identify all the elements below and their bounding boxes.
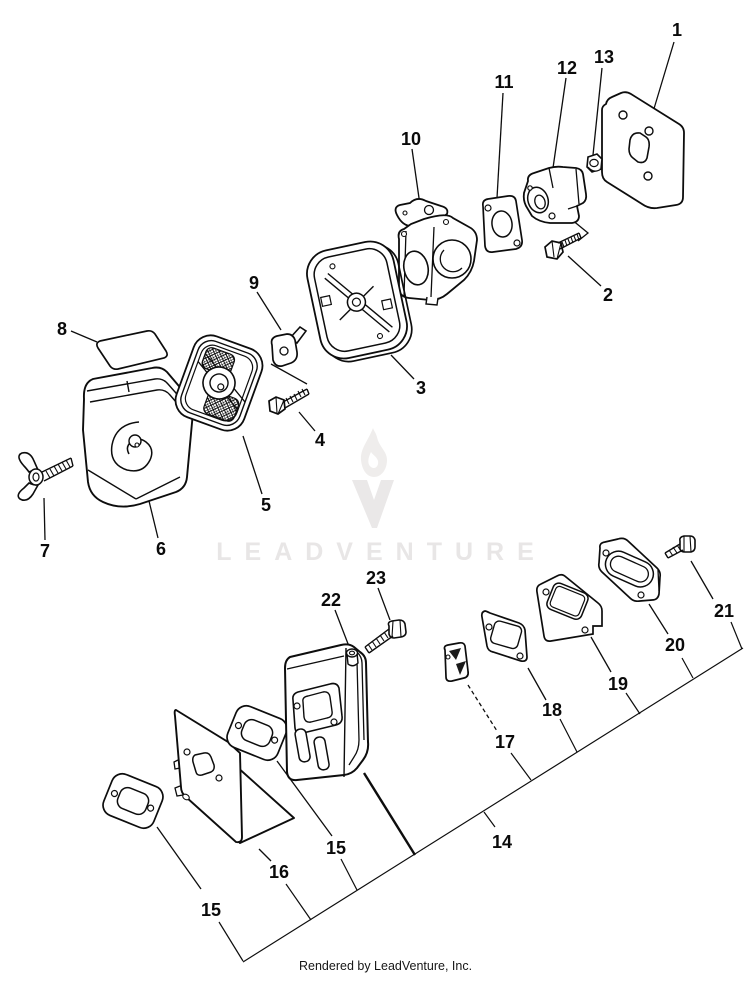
part-muffler-body	[283, 643, 370, 782]
callout-21[interactable]: 21	[713, 601, 735, 621]
callout-10[interactable]: 10	[400, 129, 422, 149]
callout-12[interactable]: 12	[556, 58, 578, 78]
callout-11[interactable]: 11	[494, 72, 514, 92]
callout-15-mid[interactable]: 15	[325, 838, 347, 858]
callout-2[interactable]: 2	[602, 285, 614, 305]
part-screw-4	[268, 388, 310, 415]
callout-19[interactable]: 19	[607, 674, 629, 694]
part-bolt-23	[364, 619, 407, 654]
callout-5[interactable]: 5	[260, 495, 272, 515]
part-filter-element-5	[174, 334, 264, 432]
callout-20[interactable]: 20	[664, 635, 686, 655]
part-insulator-12	[522, 165, 588, 224]
part-exhaust-gasket-15-left	[102, 772, 164, 830]
callout-17[interactable]: 17	[494, 732, 516, 752]
group-line-14	[218, 621, 744, 963]
part-plate-gasket-1	[601, 91, 685, 210]
part-carb-gasket-11	[482, 195, 523, 253]
part-wing-screw-7	[17, 451, 74, 501]
part-filter-base-3	[306, 240, 413, 363]
part-plate-19	[535, 573, 603, 642]
part-carburetor-10	[394, 198, 478, 306]
part-nut-22	[345, 648, 359, 667]
callout-14[interactable]: 14	[491, 832, 513, 852]
part-exhaust-gasket-15-mid	[226, 704, 288, 762]
callout-3[interactable]: 3	[415, 378, 427, 398]
callout-16[interactable]: 16	[268, 862, 290, 882]
part-nut-13	[586, 153, 603, 173]
footer-credit-text: Rendered by LeadVenture, Inc.	[299, 959, 473, 973]
callout-15-left[interactable]: 15	[200, 900, 222, 920]
leader-lines	[43, 41, 714, 890]
part-cover-6	[82, 366, 195, 508]
callout-23[interactable]: 23	[365, 568, 387, 588]
callout-22[interactable]: 22	[320, 590, 342, 610]
callout-9[interactable]: 9	[248, 273, 260, 293]
watermark-brand-text: LEADVENTURE	[216, 538, 547, 566]
part-heat-shield-16	[173, 709, 295, 844]
callout-13[interactable]: 13	[593, 47, 615, 67]
leadventure-logo-watermark	[352, 428, 394, 528]
part-gasket-18	[480, 610, 528, 663]
part-bracket-20	[597, 537, 662, 603]
part-spark-arrestor-17	[443, 641, 470, 683]
part-choke-lever-9	[270, 325, 308, 367]
callout-18[interactable]: 18	[541, 700, 563, 720]
callout-1[interactable]: 1	[671, 20, 683, 40]
callout-4[interactable]: 4	[314, 430, 326, 450]
part-screw-21	[664, 535, 696, 559]
callout-8[interactable]: 8	[56, 319, 68, 339]
callout-6[interactable]: 6	[155, 539, 167, 559]
part-bolt-2	[544, 232, 582, 260]
callout-7[interactable]: 7	[39, 541, 51, 561]
part-label-sticker-8	[96, 329, 168, 371]
